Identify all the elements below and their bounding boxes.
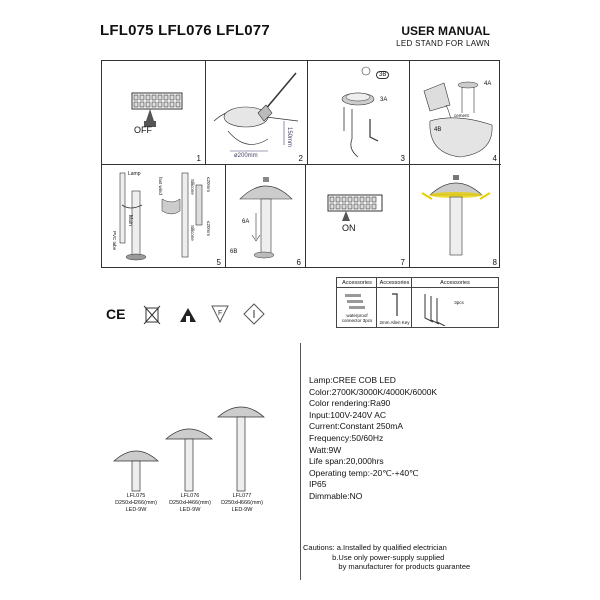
step-number: 2 xyxy=(298,154,303,163)
accessory-screws-label: 3pcs xyxy=(454,300,464,305)
indoor-outdoor-icon xyxy=(180,308,196,322)
cement-fill-illustration xyxy=(423,81,493,158)
manual-title: USER MANUAL xyxy=(401,24,490,38)
spec-row: Life span:20,000hrs xyxy=(309,456,384,467)
step-number: 8 xyxy=(492,258,497,267)
assemble-lamp-illustration xyxy=(239,177,293,259)
step-8: 8 xyxy=(410,165,501,268)
lamp-label: Lamp xyxy=(128,171,141,177)
step-4: 4A 4B cement 4 xyxy=(410,61,501,165)
spec-row: Color rendering:Ra90 xyxy=(309,398,391,409)
accessory-allen-key-label: 2mm Allen Key xyxy=(379,320,410,325)
allen-key-icon xyxy=(392,293,398,316)
step-number: 5 xyxy=(216,258,221,267)
waterproof-connector-icon xyxy=(345,294,365,309)
callout-6a: 6A xyxy=(242,219,250,225)
spec-row: Frequency:50/60Hz xyxy=(309,432,384,443)
silicone-label-bottom: Silicone xyxy=(190,225,195,241)
wiring-illustration xyxy=(119,172,203,261)
spec-row: Operating temp:-20℃-+40℃ xyxy=(309,467,419,478)
spec-row: Dimmable:NO xyxy=(309,490,363,501)
cement-label: cement xyxy=(454,113,469,118)
step-2: ø200mm 150mm 2 xyxy=(206,61,308,165)
step-6: 6A 6B 6 xyxy=(226,165,306,268)
hole-diameter: ø200mm xyxy=(234,153,258,159)
cautions-note: Cautions: a.Installed by qualified elect… xyxy=(303,543,471,572)
step-number: 4 xyxy=(492,154,497,163)
step-1: OFF 1 xyxy=(102,61,206,165)
callout-3b: 3B xyxy=(376,71,390,79)
terminal-block-on-illustration xyxy=(327,194,383,221)
step-7: ON 7 xyxy=(306,165,410,268)
step-number: 7 xyxy=(400,258,405,267)
section-divider xyxy=(300,343,301,580)
class-f-icon: F xyxy=(211,305,229,324)
accessories-header-2: Accessories xyxy=(377,278,412,288)
spec-row: Current:Constant 250mA xyxy=(309,421,404,432)
model-numbers: LFL075 LFL076 LFL077 xyxy=(100,22,270,39)
certification-symbols: CE F xyxy=(104,302,265,328)
spec-row: IP65 xyxy=(309,479,327,490)
accessories-header-3: Accessories xyxy=(412,278,498,288)
installation-steps-grid: OFF 1 ø200mm 150mm 2 3B 3A 3 xyxy=(101,60,501,268)
manual-subtitle: LED STAND FOR LAWN xyxy=(396,39,490,48)
spec-row: Watt:9W xyxy=(309,444,342,455)
step-number: 1 xyxy=(196,154,201,163)
length-label-bottom: ≤20mm xyxy=(206,221,211,236)
step-number: 3 xyxy=(400,154,405,163)
product-lfl076: LFL076 D250xH466(mm) LED-9W xyxy=(169,493,211,513)
length-label-top: ≤20mm xyxy=(206,177,211,192)
accessories-table: Accessories Accessories Accessories wate… xyxy=(336,277,499,328)
terminal-block-off-illustration xyxy=(131,92,183,127)
weee-bin-icon xyxy=(143,305,161,325)
product-range-illustration xyxy=(113,406,265,492)
spec-row: Lamp:CREE COB LED xyxy=(309,375,396,385)
hole-depth: 150mm xyxy=(286,127,292,148)
callout-4a: 4A xyxy=(484,81,492,87)
callout-6b: 6B xyxy=(230,249,238,255)
product-lfl075: LFL075 D250xH266(mm) LED-9W xyxy=(115,493,157,513)
off-label: OFF xyxy=(134,125,152,135)
step-5: Lamp Main PVC tube fast wind Silicone Si… xyxy=(102,165,226,268)
step-number: 6 xyxy=(296,258,301,267)
main-label: Main xyxy=(127,215,133,226)
digging-hole-illustration xyxy=(213,72,299,152)
screws-icon xyxy=(424,294,446,326)
on-label: ON xyxy=(342,223,356,233)
silicone-label-top: Silicone xyxy=(190,179,195,195)
step-3: 3B 3A 3 xyxy=(308,61,410,165)
class-ii-icon xyxy=(243,303,265,325)
svg-text:CE: CE xyxy=(106,306,125,322)
product-lfl077: LFL077 D250xH666(mm) LED-9W xyxy=(221,493,263,513)
specifications-list: Lamp:CREE COB LED Color:2700K/3000K/4000… xyxy=(309,375,437,503)
svg-text:F: F xyxy=(218,310,222,317)
accessory-connector-label: waterproof connector 3pcs xyxy=(341,313,373,323)
pvc-tube-label: PVC tube xyxy=(112,231,117,251)
lamp-lit-illustration xyxy=(421,175,491,256)
callout-4b: 4B xyxy=(434,127,442,133)
spec-row: Color:2700K/3000K/4000K/6000K xyxy=(309,386,438,397)
ce-mark-icon: CE xyxy=(106,306,125,322)
fast-wind-label: fast wind xyxy=(158,177,163,195)
base-mount-illustration xyxy=(341,66,379,158)
accessories-header-1: Accessories xyxy=(337,278,377,288)
spec-row: Input:100V-240V AC xyxy=(309,409,387,420)
callout-3a: 3A xyxy=(380,97,388,103)
